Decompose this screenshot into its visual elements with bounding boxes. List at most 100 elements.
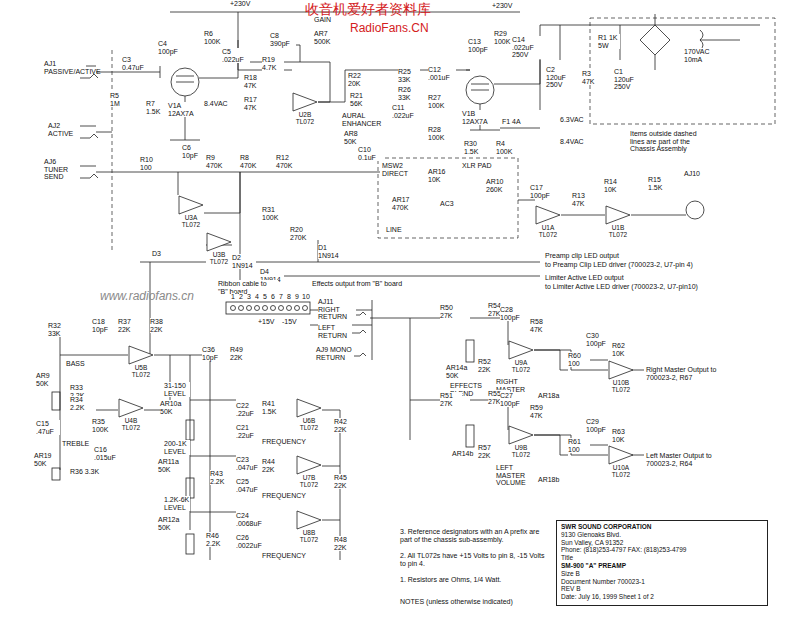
part-label: R58 47K	[530, 318, 552, 333]
ribbon-connector	[263, 306, 268, 311]
op-amp: U9B TL072	[508, 425, 534, 459]
part-label: R27 100K	[428, 94, 452, 109]
part-label: FREQUENCY	[262, 492, 306, 500]
part-label: AR18b	[538, 476, 559, 484]
part-label: AR18a	[538, 392, 559, 400]
potentiometer-symbol	[52, 392, 60, 410]
part-label: MSW2 DIRECT	[382, 162, 412, 177]
part-label: 31-150 LEVEL	[164, 382, 190, 397]
part-label: R18 47K	[244, 74, 266, 89]
potentiometer-symbol	[186, 534, 194, 554]
part-label: C23 .047uF	[236, 456, 262, 471]
part-label: C21 .22uF	[236, 424, 262, 439]
op-amp-outline	[509, 341, 533, 359]
part-label: +15V	[258, 318, 275, 326]
title-block-text: SM-900 "A" PREAMP	[561, 562, 763, 570]
part-label: AR19 50K	[34, 452, 56, 467]
op-amp: U3B TL072	[206, 232, 232, 266]
part-label: 9	[295, 293, 299, 301]
part-label: 5	[263, 293, 267, 301]
part-label: R19 4.7K	[262, 56, 284, 71]
op-amp-outline	[609, 361, 633, 379]
op-amp-symbol	[118, 398, 144, 418]
part-label: AR7 500K	[314, 30, 338, 45]
title-block-text: REV B	[561, 585, 763, 593]
part-label: 10	[302, 293, 310, 301]
part-label: C27 100pF	[500, 392, 526, 407]
part-label: D3	[152, 250, 161, 258]
part-label: R63 10K	[612, 428, 634, 443]
part-label: R61 100	[568, 438, 590, 453]
title-block-text: SWR SOUND CORPORATION	[561, 523, 763, 531]
chassis-boundary	[378, 158, 518, 238]
part-label: R6 100K	[204, 30, 226, 45]
part-label: 200-1K LEVEL	[164, 440, 190, 455]
part-label: TREBLE	[62, 440, 89, 448]
ribbon-connector	[239, 306, 244, 311]
bridge-rectifier	[640, 25, 670, 55]
part-label: R7 1.5K	[146, 100, 166, 115]
part-label: AJ10	[684, 170, 700, 178]
wire-connector	[534, 350, 608, 370]
part-label: +230V	[230, 0, 250, 8]
part-label: C36 10pF	[202, 346, 226, 361]
part-label: to Preamp Clip LED driver (700023-2, U7-…	[545, 261, 693, 269]
part-label: C18 10pF	[92, 318, 116, 333]
part-label: AR16 10K	[428, 168, 452, 183]
part-label: GAIN	[314, 16, 331, 24]
wire	[60, 330, 210, 560]
part-label: 4	[255, 293, 259, 301]
part-label: C8 390pF	[270, 32, 296, 47]
op-amp: U8B TL072	[296, 510, 322, 544]
op-amp-outline	[297, 456, 321, 474]
part-label: 7	[279, 293, 283, 301]
part-label: C6 10pF	[182, 144, 204, 159]
op-amp-symbol	[296, 398, 322, 418]
part-label: R32 33K	[48, 322, 68, 337]
part-label: U8B TL072	[296, 530, 322, 544]
part-label: R38 22K	[150, 318, 172, 333]
part-label: AJ9 MONO RETURN	[316, 346, 354, 361]
wire	[494, 14, 760, 110]
part-label: R8 470K	[240, 154, 262, 169]
part-label: R62 10K	[612, 342, 634, 357]
op-amp-symbol	[508, 425, 534, 445]
watermark: www.radiofans.cn	[100, 290, 194, 303]
part-label: R17 47K	[244, 96, 266, 111]
part-label: AR14a 50K	[446, 364, 472, 379]
part-label: C26 .0022uF	[236, 534, 266, 549]
op-amp-outline	[609, 446, 633, 464]
part-label: C3 0.47uF	[122, 56, 148, 71]
ribbon-connector	[255, 306, 260, 311]
part-label: AR9 50K	[36, 372, 56, 387]
part-label: AC3	[440, 200, 454, 208]
part-label: 3. Reference designators with an A prefi…	[400, 528, 550, 543]
part-label: U6B TL072	[296, 418, 322, 432]
part-label: R31 100K	[262, 206, 286, 221]
part-label: C1 120uF 250V	[614, 68, 644, 91]
part-label: V1B 12AX7A	[462, 110, 490, 125]
title-block-text: Document Number 700023-1	[561, 578, 763, 586]
part-label: C22 .22uF	[236, 402, 262, 417]
part-label: LEFT MASTER VOLUME	[496, 464, 530, 487]
part-label: R10 100	[140, 156, 162, 171]
chassis-boundary	[112, 18, 775, 250]
part-label: Effects output from "B" board	[312, 280, 402, 288]
op-amp: U3A TL072	[178, 195, 204, 229]
op-amp: U6B TL072	[296, 398, 322, 432]
op-amp: U1A TL072	[535, 205, 561, 239]
part-label: R41 1.5K	[262, 400, 284, 415]
potentiometer-symbol	[466, 425, 474, 447]
part-label: R48 22K	[334, 536, 356, 551]
part-label: AR12a 50K	[158, 516, 182, 531]
part-label: to Limiter Active LED driver (700023-2, …	[545, 283, 698, 291]
watermark: 收音机爱好者资料库	[305, 2, 431, 17]
part-label: R57 22K	[478, 444, 500, 459]
part-label: 6.3VAC	[560, 116, 584, 124]
op-amp: U4B TL072	[118, 398, 144, 432]
part-label: C15 .47uF	[36, 420, 60, 435]
part-label: Right Master Output to 700023-2, R67	[646, 366, 736, 381]
part-label: AURAL ENHANCER	[342, 112, 380, 127]
part-label: U10B TL072	[608, 380, 634, 394]
